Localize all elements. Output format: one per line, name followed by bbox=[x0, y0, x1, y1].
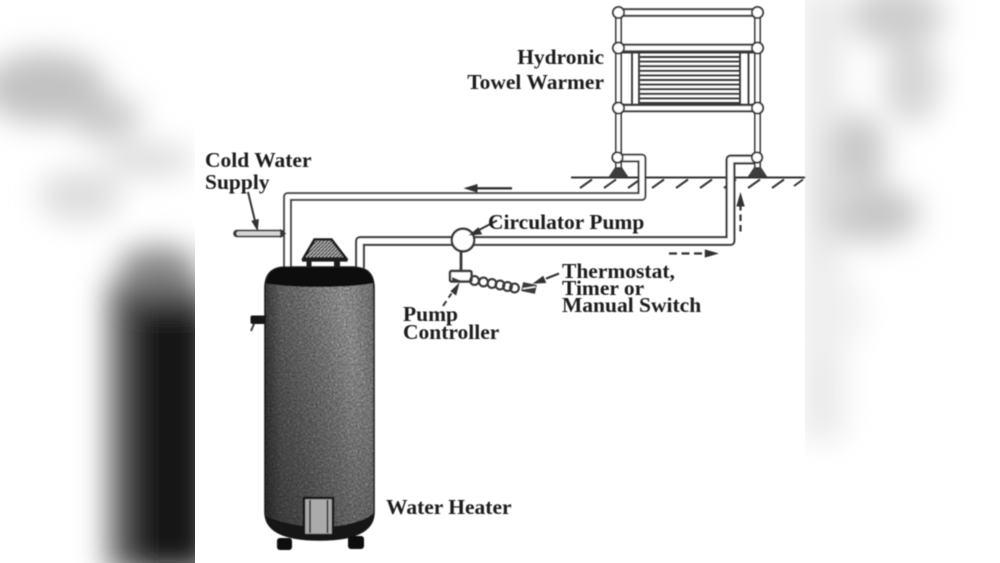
svg-text:Hydronic: Hydronic bbox=[517, 45, 604, 69]
svg-text:Towel Warmer: Towel Warmer bbox=[467, 70, 604, 94]
svg-text:Supply: Supply bbox=[205, 170, 270, 194]
svg-text:Controller: Controller bbox=[403, 320, 500, 344]
svg-text:Manual Switch: Manual Switch bbox=[562, 293, 701, 317]
svg-text:Pump: Pump bbox=[403, 302, 458, 326]
svg-text:Circulator Pump: Circulator Pump bbox=[488, 210, 644, 234]
svg-text:Cold Water: Cold Water bbox=[205, 148, 312, 172]
svg-text:Timer or: Timer or bbox=[562, 276, 645, 300]
svg-text:Thermostat,: Thermostat, bbox=[562, 259, 675, 283]
svg-text:Water Heater: Water Heater bbox=[386, 495, 512, 519]
